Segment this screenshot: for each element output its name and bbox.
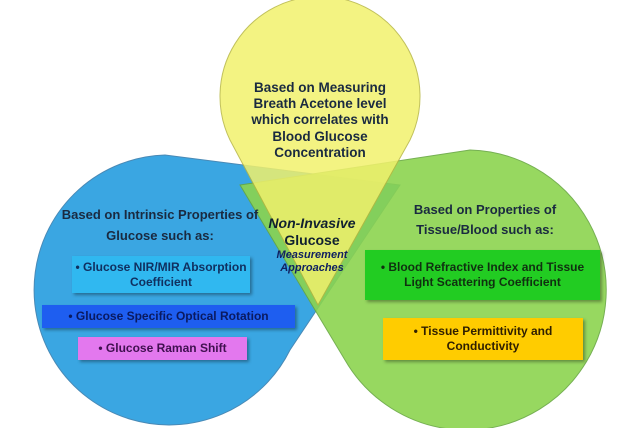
nir-box: • Glucose NIR/MIR Absorption Coefficient	[72, 256, 250, 293]
permittivity-box: • Tissue Permittivity and Conductivity	[383, 318, 583, 360]
left-heading: Based on Intrinsic Properties of Glucose…	[61, 207, 259, 243]
top-text: Based on Measuring Breath Acetone level …	[251, 80, 389, 160]
yellow-teardrop	[219, 0, 421, 307]
refractive-box: • Blood Refractive Index and Tissue Ligh…	[365, 250, 600, 300]
center-title: Non-Invasive Glucose Measurement Approac…	[262, 215, 362, 275]
center-line-3: Measurement	[276, 248, 348, 261]
raman-box: • Glucose Raman Shift	[78, 337, 247, 360]
right-heading: Based on Properties of Tissue/Blood such…	[413, 202, 557, 237]
center-line-2: Glucose	[284, 231, 340, 248]
center-line-4: Approaches	[280, 261, 344, 274]
optical-rotation-box: • Glucose Specific Optical Rotation	[42, 305, 295, 328]
center-line-1: Non-Invasive	[268, 215, 356, 231]
